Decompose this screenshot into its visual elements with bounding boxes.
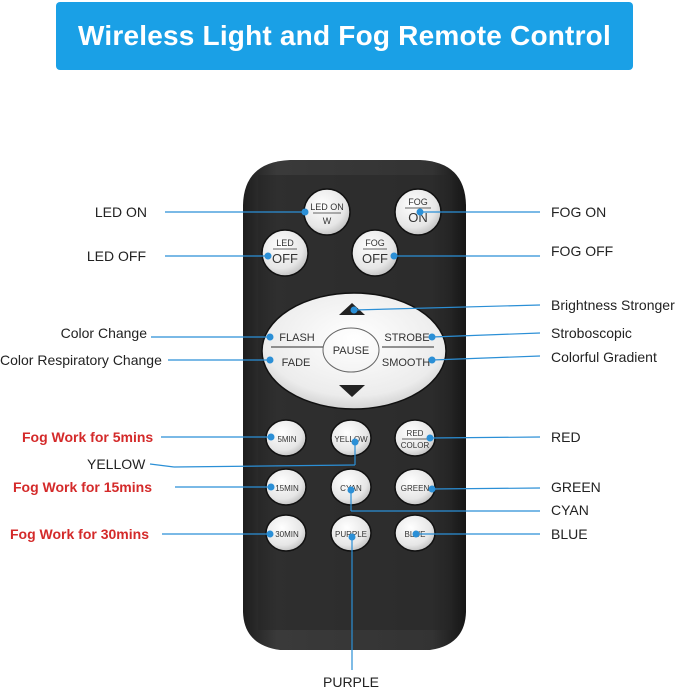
led-on-button[interactable]: LED ON W: [303, 188, 351, 236]
smooth-button[interactable]: SMOOTH: [382, 357, 430, 369]
led-off-button[interactable]: LED OFF: [261, 229, 309, 277]
title-banner: Wireless Light and Fog Remote Control: [56, 2, 633, 70]
fog-15min-callout: Fog Work for 15mins: [13, 479, 152, 495]
stroboscopic-callout: Stroboscopic: [551, 325, 632, 341]
yellow-button-label: YELLOW: [334, 435, 368, 444]
pause-button[interactable]: PAUSE: [333, 345, 369, 357]
purple-button[interactable]: PURPLE: [330, 514, 372, 552]
blue-callout: BLUE: [551, 526, 588, 542]
fog-15min-label: 15MIN: [275, 484, 299, 493]
fog-5min-button[interactable]: 5MIN: [265, 419, 307, 457]
red-bottom-label: COLOR: [401, 441, 430, 450]
fog-30min-callout: Fog Work for 30mins: [10, 526, 149, 542]
flash-button[interactable]: FLASH: [279, 332, 315, 344]
green-callout: GREEN: [551, 479, 601, 495]
purple-callout: PURPLE: [323, 674, 380, 690]
fog-off-top-label: FOG: [365, 238, 385, 248]
control-pad[interactable]: PAUSE FLASH FADE STROBE SMOOTH: [261, 292, 447, 410]
page-title: Wireless Light and Fog Remote Control: [78, 20, 611, 51]
yellow-callout: YELLOW: [87, 456, 146, 472]
fog-on-callout: FOG ON: [551, 204, 607, 220]
led-on-top-label: LED ON: [310, 202, 344, 212]
led-on-callout: LED ON: [94, 204, 147, 220]
leader-lines: [149, 211, 541, 670]
fog-on-top-label: FOG: [408, 197, 428, 207]
fog-5min-callout: Fog Work for 5mins: [22, 429, 154, 445]
color-change-callout: Color Change: [60, 325, 147, 341]
green-button[interactable]: GREEN: [394, 468, 436, 506]
led-on-bottom-label: W: [323, 216, 332, 226]
fog-off-bottom-label: OFF: [362, 251, 388, 266]
fog-15min-button[interactable]: 15MIN: [265, 468, 307, 506]
brightness-down-arrow-icon[interactable]: [339, 385, 365, 397]
strobe-button[interactable]: STROBE: [384, 332, 429, 344]
fog-off-button[interactable]: FOG OFF: [351, 229, 399, 277]
fog-5min-label: 5MIN: [277, 435, 296, 444]
brightness-stronger-callout: Brightness Stronger: [551, 297, 675, 313]
fog-30min-button[interactable]: 30MIN: [265, 514, 307, 552]
leader-dots: [264, 208, 436, 541]
led-off-top-label: LED: [276, 238, 294, 248]
led-off-callout: LED OFF: [86, 248, 146, 264]
red-button[interactable]: RED COLOR: [394, 419, 436, 457]
red-callout: RED: [551, 429, 581, 445]
colorful-gradient-callout: Colorful Gradient: [551, 349, 657, 365]
green-button-label: GREEN: [401, 484, 430, 493]
cyan-callout: CYAN: [551, 502, 589, 518]
yellow-button[interactable]: YELLOW: [330, 419, 372, 457]
color-respiratory-change-callout: Color Respiratory Change: [0, 352, 162, 368]
fade-button[interactable]: FADE: [282, 357, 311, 369]
fog-off-callout: FOG OFF: [551, 243, 614, 259]
led-off-bottom-label: OFF: [272, 251, 298, 266]
red-top-label: RED: [407, 429, 424, 438]
fog-30min-label: 30MIN: [275, 530, 299, 539]
